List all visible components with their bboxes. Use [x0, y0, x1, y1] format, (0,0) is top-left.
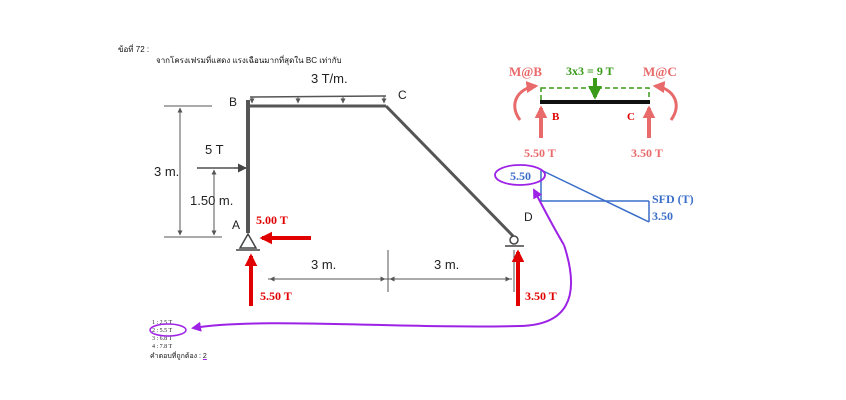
dim-left-span: 3 m.: [311, 257, 336, 272]
moment-B-label: M@B: [509, 64, 542, 79]
node-A-label: A: [232, 218, 240, 232]
roller-support-D: [505, 235, 524, 247]
reaction-A-horizontal-label: 5.00 T: [256, 213, 288, 227]
choice-4[interactable]: 4 : 7.8 T: [152, 344, 173, 350]
height-dimension: [164, 105, 234, 238]
node-D-label: D: [524, 210, 533, 224]
pointer-to-choice: [191, 244, 573, 332]
dim-half-height: 1.50 m.: [190, 193, 233, 208]
sfd-min-value: 3.50: [652, 209, 673, 223]
shear-C-label: 3.50 T: [631, 146, 663, 160]
distributed-load: [249, 95, 387, 104]
reaction-D-vertical-label: 3.50 T: [525, 289, 557, 303]
load-label: 3 T/m.: [311, 71, 348, 86]
sfd-max-value: 5.50: [510, 169, 531, 183]
resultant-load-label: 3x3 = 9 T: [566, 64, 614, 78]
fbd-beam: [540, 78, 650, 104]
horizontal-load-label: 5 T: [205, 142, 224, 157]
reaction-A-vertical-label: 5.50 T: [260, 289, 292, 303]
frame-members: [246, 100, 515, 238]
moment-C-label: M@C: [643, 64, 677, 79]
fbd-node-C: C: [627, 111, 635, 123]
moment-C-arc: [652, 81, 678, 121]
moment-B-arc: [513, 81, 539, 121]
question-text: จากโครงเฟรมที่แสดง แรงเฉือนมากที่สุดใน B…: [156, 56, 342, 65]
answer-label: คำตอบที่ถูกต้อง :: [150, 353, 201, 360]
sfd-title: SFD (T): [652, 192, 694, 206]
sfd-diagram: [540, 169, 650, 223]
node-C-label: C: [398, 88, 407, 102]
choice-highlight: [149, 323, 187, 337]
choice-2[interactable]: 2 : 5.5 T: [152, 328, 173, 334]
pointer-to-sfd: [533, 188, 565, 246]
pin-support-A: [236, 232, 260, 251]
correct-answer: คำตอบที่ถูกต้อง : 2: [150, 351, 207, 362]
answer-value: 2: [202, 353, 207, 360]
choice-3[interactable]: 3 : 6.8 T: [152, 336, 173, 342]
choice-1[interactable]: 1 : 2.5 T: [152, 320, 173, 326]
sfd-max-highlight: [494, 164, 546, 186]
node-B-label: B: [229, 95, 237, 109]
dim-height: 3 m.: [154, 164, 179, 179]
dim-right-span: 3 m.: [434, 257, 459, 272]
question-number: ข้อที่ 72 :: [118, 45, 150, 54]
fbd-node-B: B: [552, 111, 560, 123]
span-dimension: [268, 250, 515, 292]
shear-B-label: 5.50 T: [524, 146, 556, 160]
member-CD: [384, 104, 515, 238]
